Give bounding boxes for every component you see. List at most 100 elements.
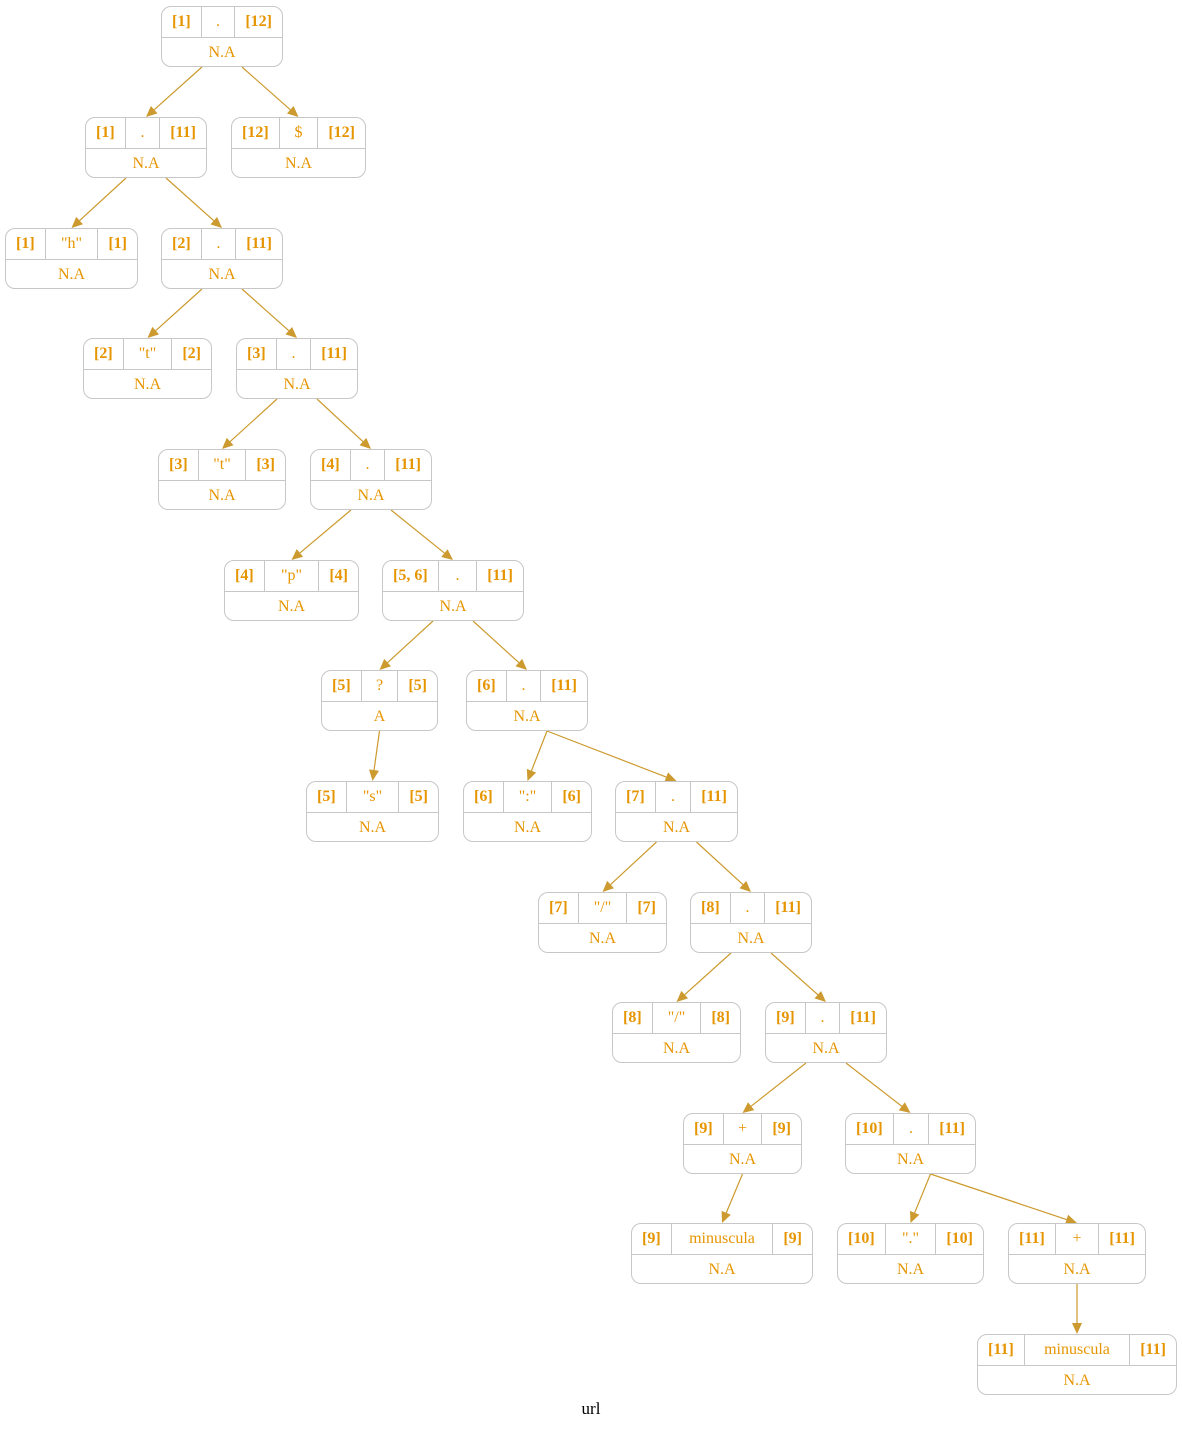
node-end-positions: [11] bbox=[487, 567, 513, 584]
edge-arrowhead bbox=[515, 658, 527, 670]
node-end-positions: [5] bbox=[409, 788, 428, 805]
node-header-row: [5]?[5] bbox=[322, 671, 437, 702]
tree-node: [7]. [11] N.A bbox=[615, 781, 738, 842]
edge-line bbox=[750, 1062, 807, 1107]
edge-arrowhead bbox=[602, 880, 614, 892]
node-start-positions: [8] bbox=[623, 1009, 642, 1026]
tree-node: [8]"/"[8]N.A bbox=[612, 1002, 741, 1063]
node-end-positions: [5] bbox=[408, 677, 427, 694]
node-nullable: N.A bbox=[728, 1150, 757, 1168]
tree-node: [2]"t"[2]N.A bbox=[83, 338, 212, 399]
node-nullable: N.A bbox=[896, 1150, 925, 1168]
node-nullable: N.A bbox=[57, 265, 86, 283]
node-start-positions: [10] bbox=[848, 1230, 875, 1247]
node-start-positions: [2] bbox=[172, 235, 191, 252]
node-end-positions: [6] bbox=[562, 788, 581, 805]
node-symbol: ":" bbox=[502, 782, 553, 812]
node-header-row: [3].[11] bbox=[237, 339, 357, 370]
node-start-positions: [1] bbox=[96, 124, 115, 141]
edge-arrowhead bbox=[526, 768, 537, 781]
tree-node: [2].[11]N.A bbox=[161, 228, 283, 289]
node-symbol: . bbox=[892, 1114, 930, 1144]
node-nullable: N.A bbox=[513, 707, 541, 725]
edge-arrowhead bbox=[71, 216, 83, 228]
node-nullable: N.A bbox=[662, 818, 691, 836]
edge-arrowhead bbox=[147, 326, 160, 338]
node-end-positions: [11] bbox=[775, 899, 801, 916]
tree-node: [8].[11] N.A bbox=[690, 892, 812, 953]
edge-arrowhead bbox=[742, 1102, 755, 1113]
node-nullable: N.A bbox=[1063, 1260, 1091, 1278]
node-symbol: "h" bbox=[44, 229, 99, 259]
node-symbol: . bbox=[200, 7, 236, 37]
edge-line bbox=[299, 509, 352, 554]
node-start-positions: [9] bbox=[642, 1230, 661, 1247]
edge-line bbox=[930, 1173, 1067, 1221]
node-end-positions: [10] bbox=[946, 1230, 973, 1247]
node-header-row: [1].[12] bbox=[162, 7, 282, 38]
node-end-positions: [12] bbox=[245, 13, 272, 30]
node-header-row: [8].[11] bbox=[691, 893, 811, 924]
node-end-positions: [7] bbox=[637, 899, 656, 916]
edge-line bbox=[153, 66, 203, 111]
node-start-positions: [5, 6] bbox=[393, 567, 428, 584]
edge-line bbox=[845, 1062, 903, 1107]
node-end-positions: [9] bbox=[772, 1120, 791, 1137]
edge-line bbox=[241, 66, 291, 111]
node-end-positions: [1] bbox=[108, 235, 127, 252]
edge-line bbox=[155, 288, 203, 332]
node-end-positions: [11] bbox=[939, 1120, 965, 1137]
node-nullable: N.A bbox=[132, 154, 160, 172]
edge-arrowhead bbox=[210, 216, 222, 228]
node-start-positions: [1] bbox=[16, 235, 35, 252]
node-start-positions: [10] bbox=[856, 1120, 883, 1137]
node-symbol: . bbox=[505, 671, 542, 701]
node-nullable: N.A bbox=[737, 929, 765, 947]
edge-arrowhead bbox=[739, 880, 751, 892]
node-header-row: [11]+[11] bbox=[1009, 1224, 1145, 1255]
node-nullable: N.A bbox=[708, 1260, 736, 1278]
node-start-positions: [7] bbox=[626, 788, 645, 805]
node-end-positions: [11] bbox=[701, 788, 727, 805]
node-symbol: "s" bbox=[345, 782, 400, 812]
tree-node: [6].[11]N.A bbox=[466, 670, 588, 731]
edge-arrowhead bbox=[898, 1102, 911, 1113]
node-header-row: [7]"/"[7] bbox=[539, 893, 666, 924]
edge-arrowhead bbox=[369, 769, 379, 781]
tree-node: [5, 6].[11]N.A bbox=[382, 560, 524, 621]
node-end-positions: [11] bbox=[1109, 1230, 1135, 1247]
node-end-positions: [12] bbox=[328, 124, 355, 141]
edge-arrowhead bbox=[721, 1210, 731, 1223]
node-symbol: "t" bbox=[122, 339, 173, 369]
edge-line bbox=[610, 841, 657, 885]
node-nullable: N.A bbox=[513, 818, 542, 836]
node-symbol: . bbox=[275, 339, 312, 369]
node-symbol: minuscula bbox=[1023, 1335, 1131, 1365]
node-header-row: [1] "h" [1] bbox=[6, 229, 137, 260]
node-header-row: [12]$[12] bbox=[232, 118, 365, 149]
edge-line bbox=[770, 952, 819, 996]
edge-arrowhead bbox=[285, 326, 297, 338]
edge-arrowhead bbox=[814, 990, 826, 1002]
edge-line bbox=[696, 841, 744, 886]
edge-arrowhead bbox=[441, 549, 453, 560]
node-start-positions: [2] bbox=[94, 345, 113, 362]
node-nullable: N.A bbox=[358, 818, 387, 836]
node-symbol: "/" bbox=[577, 893, 628, 923]
node-header-row: [5] "s" [5] bbox=[307, 782, 438, 813]
node-end-positions: [11] bbox=[551, 677, 577, 694]
node-header-row: [6].[11] bbox=[467, 671, 587, 702]
node-start-positions: [3] bbox=[247, 345, 266, 362]
node-start-positions: [9] bbox=[776, 1009, 795, 1026]
node-header-row: [4]"p"[4] bbox=[225, 561, 358, 592]
node-symbol: "p" bbox=[263, 561, 320, 591]
tree-node: [7]"/"[7]N.A bbox=[538, 892, 667, 953]
tree-node: [3].[11]N.A bbox=[236, 338, 358, 399]
node-start-positions: [5] bbox=[317, 788, 336, 805]
node-symbol: "." bbox=[884, 1224, 937, 1254]
tree-node: [1] "h" [1] N.A bbox=[5, 228, 138, 289]
node-symbol: . bbox=[654, 782, 692, 812]
node-symbol: . bbox=[124, 118, 161, 148]
